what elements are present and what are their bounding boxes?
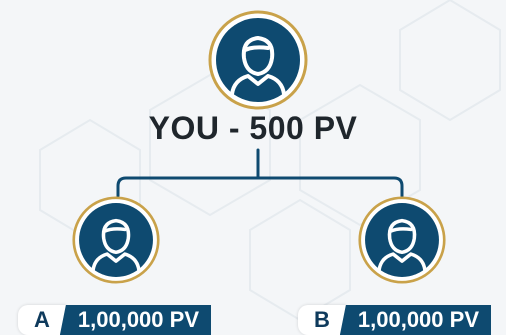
child-b-label: B 1,00,000 PV xyxy=(298,305,491,335)
root-title: YOU - 500 PV xyxy=(148,110,358,146)
child-a-pv: 1,00,000 PV xyxy=(59,305,211,335)
child-b-letter: B xyxy=(298,305,346,335)
child-b-pv: 1,00,000 PV xyxy=(339,305,491,335)
child-b-avatar xyxy=(358,196,446,284)
person-icon xyxy=(91,218,141,272)
person-icon xyxy=(377,218,427,272)
child-a-letter: A xyxy=(18,305,66,335)
child-a-label: A 1,00,000 PV xyxy=(18,305,211,335)
person-icon xyxy=(230,36,286,96)
child-a-avatar xyxy=(72,196,160,284)
root-avatar xyxy=(208,10,308,110)
